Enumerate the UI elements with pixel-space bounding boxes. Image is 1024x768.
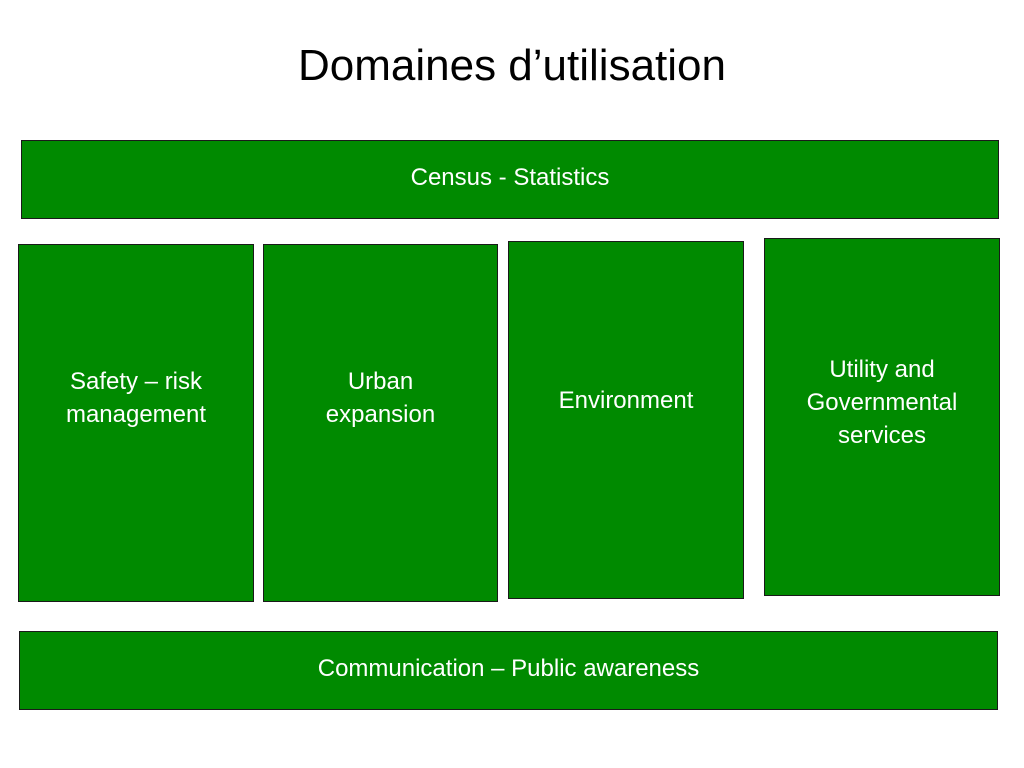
census-statistics-label: Census - Statistics bbox=[410, 164, 610, 191]
communication-awareness-box: Communication – Public awareness bbox=[19, 631, 998, 710]
page-title: Domaines d’utilisation bbox=[298, 41, 726, 90]
environment-box: Environment bbox=[508, 241, 744, 599]
urban-expansion-label: Urban expansion bbox=[325, 368, 436, 428]
communication-awareness-label: Communication – Public awareness bbox=[317, 655, 700, 682]
urban-expansion-box: Urban expansion bbox=[263, 244, 498, 602]
environment-label: Environment bbox=[558, 386, 694, 414]
safety-risk-label: Safety – risk management bbox=[65, 368, 207, 428]
safety-risk-box: Safety – risk management bbox=[18, 244, 254, 602]
utility-governmental-box: Utility and Governmental services bbox=[764, 238, 1000, 596]
census-statistics-box: Census - Statistics bbox=[21, 140, 999, 219]
utility-governmental-label: Utility and Governmental services bbox=[806, 355, 958, 449]
